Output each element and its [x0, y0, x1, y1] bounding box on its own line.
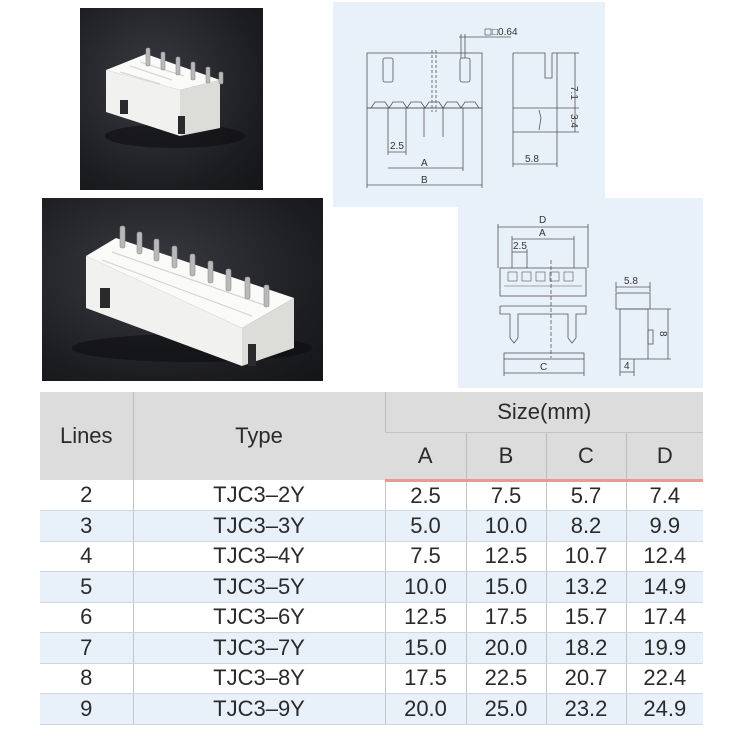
connector-9pin-illustration	[72, 225, 312, 366]
cell-c: 18.2	[545, 632, 626, 664]
pitch-label: 2.5	[513, 241, 527, 252]
header-col-c: C	[545, 432, 626, 482]
cell-c: 20.7	[545, 663, 626, 694]
cell-type: TJC3–4Y	[132, 541, 385, 572]
cell-type: TJC3–2Y	[132, 480, 385, 511]
cell-a: 5.0	[384, 510, 466, 542]
cell-a: 17.5	[384, 663, 466, 694]
dim-a-label: A	[539, 228, 546, 239]
cell-d: 14.9	[625, 571, 704, 603]
base-label: 4	[624, 361, 630, 372]
square-symbol-icon	[484, 28, 492, 36]
header-dimension-drawing: □0.64 2.5 A B 5.8 7.1 3.4	[366, 27, 579, 188]
pitch-label: 2.5	[390, 141, 404, 152]
cell-type: TJC3–6Y	[132, 602, 385, 633]
header-size: Size(mm)	[384, 392, 704, 433]
height-lower-label: 3.4	[568, 114, 579, 128]
cell-b: 20.0	[465, 632, 546, 664]
technical-drawing-top: □0.64 2.5 A B 5.8 7.1 3.4	[333, 2, 605, 207]
cell-a: 10.0	[384, 571, 466, 603]
cell-lines: 4	[40, 541, 133, 572]
cell-a: 20.0	[384, 693, 466, 725]
height-label: 8	[657, 331, 668, 337]
header-col-b: B	[465, 432, 546, 482]
cell-c: 5.7	[545, 480, 626, 511]
cell-type: TJC3–5Y	[132, 571, 385, 603]
cell-d: 17.4	[625, 602, 704, 633]
cell-lines: 2	[40, 480, 133, 511]
pin-square-label: □0.64	[492, 27, 518, 38]
table-row: 7 TJC3–7Y 15.0 20.0 18.2 19.9	[40, 632, 704, 664]
connector-photo-6pin	[80, 8, 263, 190]
cell-c: 15.7	[545, 602, 626, 633]
cell-b: 12.5	[465, 541, 546, 572]
header-type: Type	[132, 392, 385, 480]
cell-d: 7.4	[625, 480, 704, 511]
cell-a: 7.5	[384, 541, 466, 572]
cell-type: TJC3–8Y	[132, 663, 385, 694]
connector-photo-9pin	[42, 198, 323, 381]
cell-b: 17.5	[465, 602, 546, 633]
cell-lines: 3	[40, 510, 133, 542]
dim-d-label: D	[539, 215, 546, 226]
cell-lines: 7	[40, 632, 133, 664]
cell-type: TJC3–7Y	[132, 632, 385, 664]
connector-6pin-illustration	[105, 47, 245, 148]
height-upper-label: 7.1	[568, 86, 579, 100]
cell-a: 2.5	[384, 480, 466, 511]
cell-d: 24.9	[625, 693, 704, 725]
table-row: 9 TJC3–9Y 20.0 25.0 23.2 24.9	[40, 693, 704, 725]
table-row: 6 TJC3–6Y 12.5 17.5 15.7 17.4	[40, 602, 704, 633]
header-col-d: D	[625, 432, 704, 482]
dim-a-label: A	[421, 158, 428, 169]
depth-label: 5.8	[525, 154, 539, 165]
cell-d: 19.9	[625, 632, 704, 664]
header-col-a: A	[385, 432, 466, 482]
dim-b-label: B	[421, 175, 428, 186]
cell-lines: 9	[40, 693, 133, 725]
cell-b: 10.0	[465, 510, 546, 542]
header-lines: Lines	[40, 392, 133, 480]
cell-a: 12.5	[384, 602, 466, 633]
cell-lines: 8	[40, 663, 133, 694]
dim-c-label: C	[540, 362, 547, 373]
table-row: 2 TJC3–2Y 2.5 7.5 5.7 7.4	[40, 480, 704, 511]
cell-c: 13.2	[545, 571, 626, 603]
cell-a: 15.0	[384, 632, 466, 664]
cell-b: 15.0	[465, 571, 546, 603]
cell-lines: 5	[40, 571, 133, 603]
table-row: 3 TJC3–3Y 5.0 10.0 8.2 9.9	[40, 510, 704, 542]
size-spec-table: Lines Type Size(mm) A B C D 2 TJC3–2Y 2.…	[40, 392, 704, 725]
cell-type: TJC3–3Y	[132, 510, 385, 542]
cell-type: TJC3–9Y	[132, 693, 385, 725]
technical-drawing-bottom: D A 2.5 C 5.8 8 4	[458, 198, 703, 388]
table-row: 4 TJC3–4Y 7.5 12.5 10.7 12.4	[40, 541, 704, 572]
cell-b: 22.5	[465, 663, 546, 694]
table-row: 8 TJC3–8Y 17.5 22.5 20.7 22.4	[40, 663, 704, 694]
housing-dimension-drawing: D A 2.5 C 5.8 8 4	[497, 215, 671, 376]
table-row: 5 TJC3–5Y 10.0 15.0 13.2 14.9	[40, 571, 704, 603]
cell-c: 23.2	[545, 693, 626, 725]
cell-c: 8.2	[545, 510, 626, 542]
depth-label: 5.8	[624, 276, 638, 287]
cell-d: 22.4	[625, 663, 704, 694]
cell-b: 7.5	[465, 480, 546, 511]
cell-b: 25.0	[465, 693, 546, 725]
cell-d: 9.9	[625, 510, 704, 542]
cell-d: 12.4	[625, 541, 704, 572]
cell-c: 10.7	[545, 541, 626, 572]
cell-lines: 6	[40, 602, 133, 633]
